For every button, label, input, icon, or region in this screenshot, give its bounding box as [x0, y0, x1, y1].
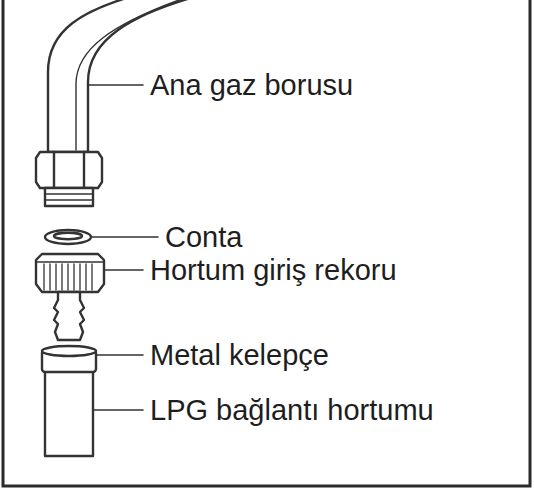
hex-nut: [36, 152, 102, 188]
leader-line: [94, 409, 143, 411]
part-label: Ana gaz borusu: [150, 71, 353, 100]
clamp-top: [42, 346, 96, 356]
part-label: Conta: [165, 223, 242, 252]
nut-thread: [45, 188, 93, 206]
leader-line: [97, 354, 143, 356]
washer-hole: [54, 233, 82, 239]
fitting-nut: [36, 254, 104, 292]
thread-lines: [45, 194, 93, 200]
part-label: LPG bağlantı hortumu: [150, 396, 434, 425]
hose-barb: [54, 292, 84, 340]
part-label: Metal kelepçe: [150, 341, 329, 370]
washer: [45, 230, 91, 244]
part-label: Hortum giriş rekoru: [150, 256, 397, 285]
knurl-lines: [44, 264, 92, 290]
leader-line: [105, 269, 143, 271]
leader-line: [89, 84, 143, 86]
frame: [3, 0, 530, 486]
nut-chamfer: [36, 261, 104, 262]
leader-line: [92, 236, 158, 238]
hex-face: [54, 152, 84, 188]
